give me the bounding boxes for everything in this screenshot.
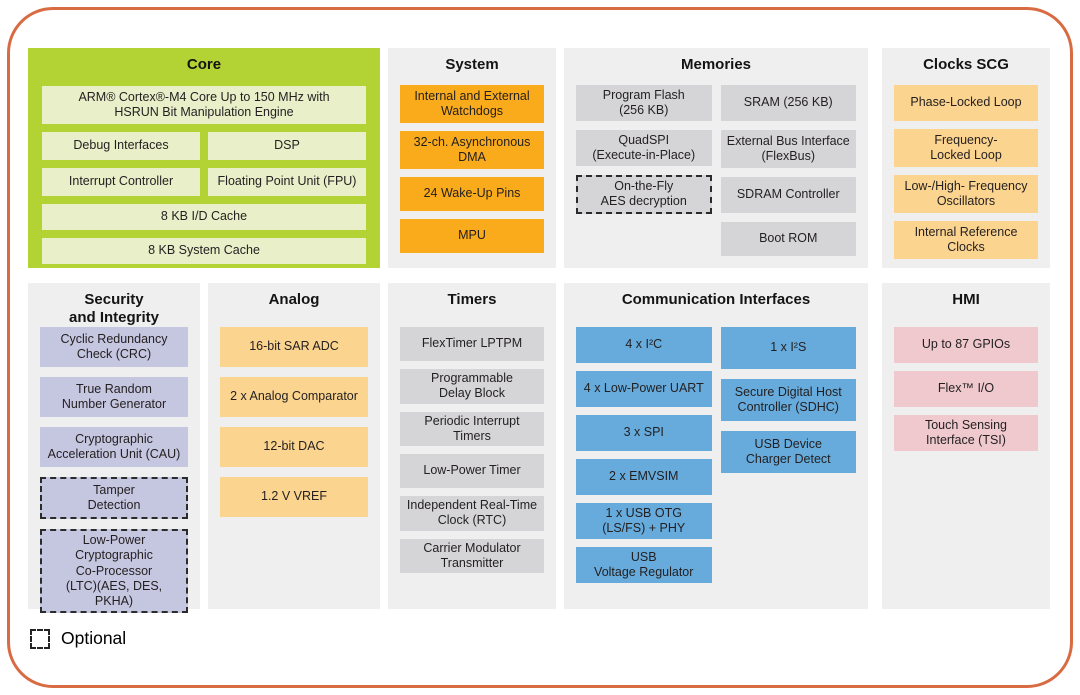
section-security-integrity: Security and Integrity Cyclic Redundancy… [28, 283, 200, 614]
block-dac: 12-bit DAC [220, 427, 368, 467]
block-i2c: 4 x I²C [576, 327, 712, 363]
block-flexio: Flex™ I/O [894, 371, 1038, 407]
block-flexbus: External Bus Interface (FlexBus) [720, 130, 856, 168]
block-usb-device-charger-detect: USB Device Charger Detect [720, 431, 856, 473]
legend-optional-label: Optional [61, 628, 127, 648]
section-comm-title: Communication Interfaces [621, 291, 811, 308]
block-crc: Cyclic Redundancy Check (CRC) [40, 327, 188, 367]
block-dsp: DSP [208, 132, 366, 160]
block-arm-cortex-core: ARM® Cortex®-M4 Core Up to 150 MHz with … [42, 86, 366, 124]
block-usb-voltage-regulator: USB Voltage Regulator [576, 547, 712, 583]
block-pll: Phase-Locked Loop [894, 85, 1038, 121]
block-emvsim: 2 x EMVSIM [576, 459, 712, 495]
section-system-title: System [445, 56, 499, 73]
section-clocks-scg: Clocks SCG Phase-Locked Loop Frequency- … [882, 48, 1050, 268]
block-oscillators: Low-/High- Frequency Oscillators [894, 175, 1038, 213]
block-analog-comparator: 2 x Analog Comparator [220, 377, 368, 417]
section-communication-interfaces: Communication Interfaces 4 x I²C 4 x Low… [564, 283, 868, 609]
section-core: Core ARM® Cortex®-M4 Core Up to 150 MHz … [28, 48, 380, 268]
block-carrier-modulator-transmitter: Carrier Modulator Transmitter [400, 538, 544, 573]
block-program-flash: Program Flash (256 KB) [576, 85, 712, 121]
block-sar-adc: 16-bit SAR ADC [220, 327, 368, 367]
core-grid: Debug Interfaces DSP Interrupt Controlle… [42, 132, 366, 196]
block-spi: 3 x SPI [576, 415, 712, 451]
block-flextimer-lptpm: FlexTimer LPTPM [400, 327, 544, 361]
block-tsi: Touch Sensing Interface (TSI) [894, 415, 1038, 451]
optional-dashed-box-icon [30, 628, 50, 649]
memories-col-left: Program Flash (256 KB) QuadSPI (Execute-… [576, 85, 712, 214]
block-gpios: Up to 87 GPIOs [894, 327, 1038, 363]
section-system: System Internal and External Watchdogs 3… [388, 48, 556, 268]
section-timers-title: Timers [447, 291, 497, 308]
memories-columns: Program Flash (256 KB) QuadSPI (Execute-… [576, 85, 856, 256]
block-mpu: MPU [400, 219, 544, 253]
section-analog: Analog 16-bit SAR ADC 2 x Analog Compara… [208, 283, 380, 609]
block-low-power-uart: 4 x Low-Power UART [576, 371, 712, 407]
section-security-title: Security and Integrity [68, 291, 159, 326]
block-rtc: Independent Real-Time Clock (RTC) [400, 496, 544, 531]
block-otf-aes-decryption: On-the-Fly AES decryption [576, 175, 712, 214]
section-analog-title: Analog [268, 291, 320, 308]
block-interrupt-controller: Interrupt Controller [42, 168, 200, 196]
block-sdram-controller: SDRAM Controller [720, 177, 856, 213]
section-memories: Memories Program Flash (256 KB) QuadSPI … [564, 48, 868, 268]
block-system-cache: 8 KB System Cache [42, 238, 366, 264]
block-vref: 1.2 V VREF [220, 477, 368, 517]
section-hmi: HMI Up to 87 GPIOs Flex™ I/O Touch Sensi… [882, 283, 1050, 609]
section-core-title: Core [186, 56, 222, 73]
comm-columns: 4 x I²C 4 x Low-Power UART 3 x SPI 2 x E… [576, 327, 856, 583]
block-quadspi: QuadSPI (Execute-in-Place) [576, 130, 712, 166]
legend: Optional [30, 628, 126, 649]
section-clocks-title: Clocks SCG [923, 56, 1009, 73]
section-memories-title: Memories [680, 56, 752, 73]
block-periodic-interrupt-timers: Periodic Interrupt Timers [400, 411, 544, 446]
block-trng: True Random Number Generator [40, 377, 188, 417]
section-timers: Timers FlexTimer LPTPM Programmable Dela… [388, 283, 556, 609]
comm-col-left: 4 x I²C 4 x Low-Power UART 3 x SPI 2 x E… [576, 327, 712, 583]
block-boot-rom: Boot ROM [720, 222, 856, 256]
comm-col-right: 1 x I²S Secure Digital Host Controller (… [720, 327, 856, 473]
block-async-dma: 32-ch. Asynchronous DMA [400, 131, 544, 169]
block-fll: Frequency- Locked Loop [894, 129, 1038, 167]
block-ltc-coprocessor: Low-Power Cryptographic Co-Processor (LT… [40, 529, 188, 614]
block-sram: SRAM (256 KB) [720, 85, 856, 121]
block-internal-reference-clocks: Internal Reference Clocks [894, 221, 1038, 259]
section-hmi-title: HMI [952, 291, 980, 308]
block-programmable-delay-block: Programmable Delay Block [400, 369, 544, 404]
block-i2s: 1 x I²S [720, 327, 856, 369]
block-debug-interfaces: Debug Interfaces [42, 132, 200, 160]
block-tamper-detection: Tamper Detection [40, 477, 188, 519]
block-watchdogs: Internal and External Watchdogs [400, 85, 544, 123]
block-id-cache: 8 KB I/D Cache [42, 204, 366, 230]
block-usb-otg-phy: 1 x USB OTG (LS/FS) + PHY [576, 503, 712, 539]
block-low-power-timer: Low-Power Timer [400, 454, 544, 488]
memories-col-right: SRAM (256 KB) External Bus Interface (Fl… [720, 85, 856, 256]
block-sdhc: Secure Digital Host Controller (SDHC) [720, 379, 856, 421]
block-fpu: Floating Point Unit (FPU) [208, 168, 366, 196]
block-cau: Cryptographic Acceleration Unit (CAU) [40, 427, 188, 467]
block-wakeup-pins: 24 Wake-Up Pins [400, 177, 544, 211]
